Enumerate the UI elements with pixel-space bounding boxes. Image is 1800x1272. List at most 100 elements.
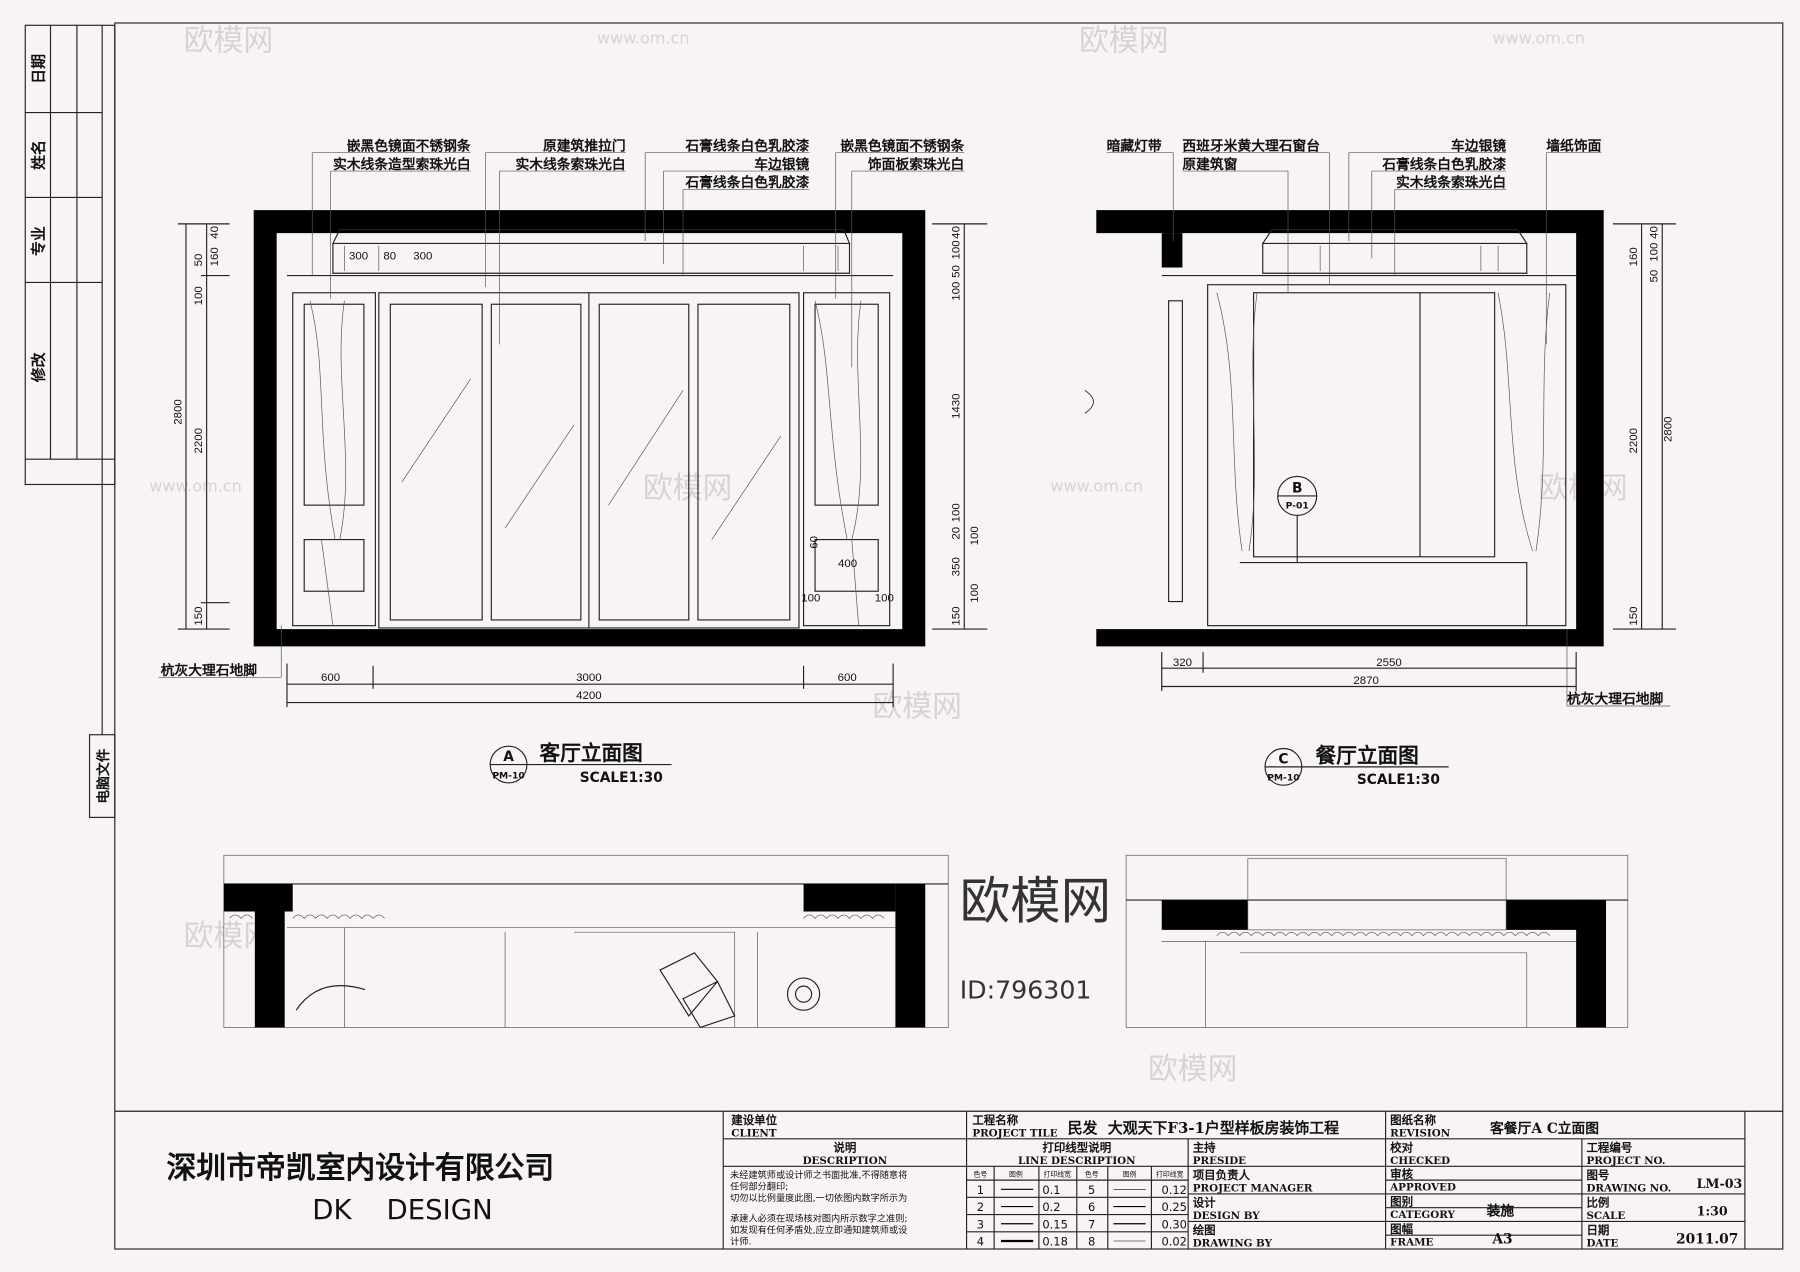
- role-label-cn: 主持: [1193, 1140, 1216, 1154]
- callout-a-baseboard: 杭灰大理石地脚: [161, 662, 258, 679]
- dim: 40: [209, 226, 221, 239]
- strip-label-name: 姓名: [30, 140, 48, 170]
- dim: 2870: [1353, 675, 1379, 687]
- elevation-c: B P-01 暗藏灯带 西班牙米黄大理石窗台 原建筑窗 车边银镜 石膏线条白色乳…: [1084, 137, 1677, 788]
- client-label-en: CLIENT: [731, 1128, 777, 1140]
- line-row-width: 0.15: [1042, 1217, 1068, 1231]
- line-row-width: 0.18: [1042, 1235, 1068, 1249]
- callout-c-7: 墙纸饰面: [1546, 137, 1601, 154]
- plan-a: [223, 854, 949, 1029]
- field-label-en: CATEGORY: [1390, 1209, 1455, 1221]
- line-row-width: 0.2: [1042, 1200, 1060, 1214]
- line-row-color: 5: [1088, 1183, 1095, 1197]
- watermark-brand: 欧模网: [643, 471, 732, 506]
- dim: 100: [1649, 243, 1661, 262]
- dim: 100: [969, 526, 981, 545]
- client-label-cn: 建设单位: [731, 1113, 777, 1127]
- dim: 400: [838, 558, 857, 570]
- role-label-cn: 项目负责人: [1193, 1168, 1251, 1182]
- drawing-number-value: LM-03: [1697, 1176, 1743, 1191]
- dim: 80: [383, 250, 396, 262]
- marker-letter: A: [503, 749, 514, 765]
- line-header: 打印线宽: [1156, 1170, 1184, 1179]
- line-header: 图例: [1009, 1170, 1023, 1179]
- line-header: 打印线宽: [1044, 1170, 1072, 1179]
- callout-c-1: 暗藏灯带: [1107, 137, 1162, 154]
- dim: 1430: [951, 394, 963, 420]
- frame-value: A3: [1491, 1231, 1512, 1247]
- description-line: 计师.: [730, 1235, 751, 1247]
- role-label-en: DRAWING BY: [1193, 1238, 1273, 1250]
- dim: 100: [951, 282, 963, 301]
- field-label-en: FRAME: [1390, 1237, 1433, 1249]
- elevation-title: 客厅立面图: [540, 741, 643, 765]
- field-label-cn: 日期: [1586, 1223, 1609, 1237]
- line-row-color: 1: [977, 1183, 984, 1197]
- line-header: 色号: [973, 1170, 987, 1179]
- detail-letter: B: [1292, 481, 1303, 497]
- line-description-label-en: LINE DESCRIPTION: [1018, 1155, 1136, 1167]
- field-label-en: DATE: [1586, 1238, 1618, 1250]
- field-label-en: SCALE: [1586, 1210, 1625, 1222]
- elevation-scale: SCALE1:30: [580, 770, 663, 786]
- role-label-cn: 设计: [1193, 1196, 1216, 1210]
- line-row-color: 7: [1088, 1217, 1095, 1231]
- dim: 100: [951, 240, 963, 259]
- callout-a-8: 嵌黑色镜面不锈钢条: [840, 137, 964, 154]
- dim: 60: [808, 536, 820, 549]
- strip-label-revision: 修改: [30, 352, 48, 383]
- watermark-site: www.om.cn: [149, 476, 242, 495]
- callout-a-1: 嵌黑色镜面不锈钢条: [347, 137, 471, 154]
- description-line: 未经建筑师或设计师之书面批准,不得随意将: [730, 1169, 907, 1181]
- role-label-en: DESIGN BY: [1193, 1210, 1261, 1222]
- line-header: 图例: [1123, 1170, 1137, 1179]
- dim: 100: [951, 503, 963, 522]
- watermark-site: www.om.cn: [597, 29, 690, 48]
- dim: 40: [951, 226, 963, 239]
- field-label-cn: 图幅: [1390, 1222, 1413, 1236]
- field-label-en: REVISION: [1390, 1128, 1451, 1140]
- drawing-name-value: 客餐厅A C立面图: [1489, 1120, 1599, 1137]
- callout-c-baseboard: 杭灰大理石地脚: [1567, 691, 1664, 708]
- callout-c-2: 西班牙米黄大理石窗台: [1182, 137, 1320, 154]
- field-label-en: CHECKED: [1390, 1155, 1450, 1167]
- elevation-c-title: C PM-10 餐厅立面图 SCALE1:30: [1264, 743, 1449, 788]
- dim: 600: [838, 672, 857, 684]
- marker-letter: C: [1278, 751, 1288, 767]
- detail-sheet: P-01: [1286, 501, 1309, 512]
- project-name: 民发 大观天下F3-1户型样板房装饰工程: [1068, 1119, 1340, 1137]
- revision-strip: 日期 姓名 专业 修改 电脑文件: [24, 24, 116, 818]
- category-value: 装施: [1486, 1203, 1515, 1220]
- field-label-en: PROJECT NO.: [1586, 1155, 1665, 1167]
- sheet-border: [114, 22, 1784, 1250]
- description-line: 切勿以比例量度此图,一切依图内数字所示为: [730, 1192, 907, 1204]
- company-name-cn: 深圳市帝凯室内设计有限公司: [166, 1151, 554, 1186]
- dim: 100: [801, 593, 820, 605]
- watermark-brand: 欧模网: [872, 689, 961, 724]
- dim: 2800: [1662, 416, 1674, 442]
- title-block: 深圳市帝凯室内设计有限公司 DK DESIGN 建设单位 CLIENT 工程名称…: [114, 1110, 1783, 1250]
- dim: 160: [209, 247, 221, 266]
- dim: 2550: [1376, 657, 1402, 669]
- callout-a-4: 实木线条索珠光白: [516, 156, 626, 173]
- line-row-width: 0.1: [1042, 1183, 1060, 1197]
- dim: 300: [349, 250, 368, 262]
- dim: 50: [1649, 270, 1661, 283]
- description-line: 任何部分翻印;: [730, 1180, 788, 1192]
- line-description-label-cn: 打印线型说明: [1042, 1140, 1111, 1154]
- project-label-cn: 工程名称: [972, 1113, 1018, 1127]
- watermark-logo-text: 欧模网: [960, 871, 1112, 930]
- field-label-en: APPROVED: [1389, 1181, 1456, 1193]
- callout-a-9: 饰面板索珠光白: [868, 156, 964, 173]
- role-label-cn: 绘图: [1193, 1223, 1216, 1237]
- strip-label-file: 电脑文件: [95, 748, 112, 803]
- dim: 350: [951, 557, 963, 576]
- elevation-a-title: A PM-10 客厅立面图 SCALE1:30: [489, 741, 672, 786]
- elevation-title: 餐厅立面图: [1316, 743, 1419, 767]
- line-row-color: 8: [1088, 1235, 1095, 1249]
- line-row-color: 2: [977, 1200, 984, 1214]
- dim: 50: [193, 254, 205, 267]
- callout-c-3: 原建筑窗: [1182, 156, 1237, 173]
- callout-a-6: 车边银镜: [754, 156, 809, 173]
- dim: 2200: [1628, 428, 1640, 454]
